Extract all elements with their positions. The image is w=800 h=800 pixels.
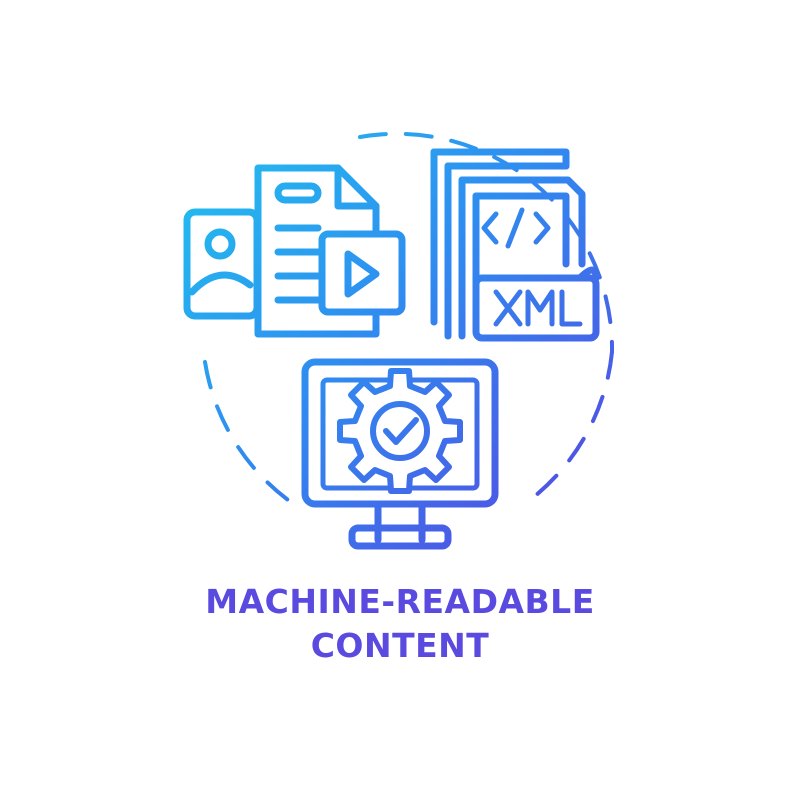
gear-icon (337, 368, 463, 494)
dashed-circle-outline (358, 131, 615, 354)
caption-line-1: MACHINE-READABLE (205, 582, 595, 621)
dashed-circle-outline-right (528, 350, 614, 502)
code-tag-icon (481, 207, 551, 249)
dashed-circle-outline-left (203, 360, 297, 507)
xml-file-icon (430, 148, 600, 342)
monitor-icon (301, 358, 499, 550)
image-icon (183, 208, 261, 320)
checkmark-icon (383, 417, 419, 445)
caption-line-2: CONTENT (310, 626, 490, 665)
xml-text (493, 289, 583, 327)
video-play-icon (318, 230, 406, 316)
